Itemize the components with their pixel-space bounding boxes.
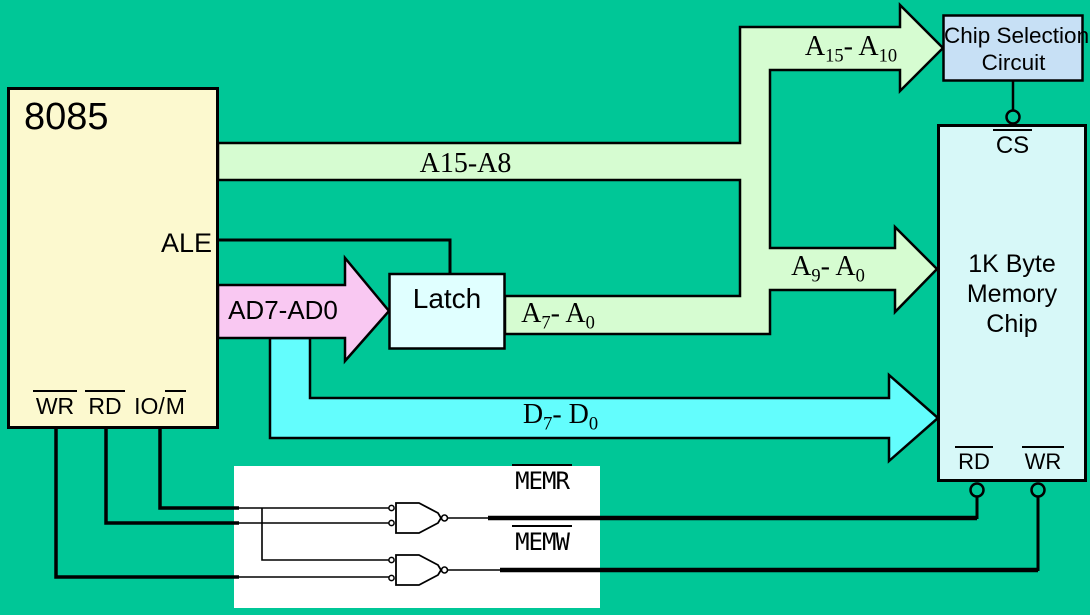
memory-pin-wr: WR <box>1018 446 1068 474</box>
iom-branch-line <box>261 508 391 561</box>
latch-box <box>388 272 506 350</box>
memr-gate <box>395 502 443 534</box>
cpu-title: 8085 <box>24 96 109 138</box>
ad-bus-arrow <box>216 254 391 365</box>
memory-chip-label: 1K Byte Memory Chip <box>966 250 1058 338</box>
signal-label-memw: MEMW <box>494 525 590 557</box>
bus-label-a7-a0: A7- A0 <box>521 298 595 333</box>
cpu-box <box>7 87 219 429</box>
chip-selection-label: Chip Selection Circuit <box>944 23 1090 75</box>
cpu-pin-iom: IO/M <box>131 390 189 419</box>
memr-gate-input-bubble-1 <box>388 504 395 512</box>
iom-line <box>158 427 239 510</box>
signal-label-memr: MEMR <box>494 464 590 496</box>
memw-gate-output-bubble <box>440 566 449 574</box>
bus-label-d7-d0: D7- D0 <box>522 399 599 434</box>
bus-label-ad7-ad0: AD7-AD0 <box>228 295 338 325</box>
memr-gate-output-bubble <box>440 514 449 522</box>
memory-wr-bubble <box>1030 482 1046 498</box>
bus-label-a9-a0: A9- A0 <box>791 251 865 286</box>
memw-gate-input-bubble-1 <box>388 556 395 564</box>
chip-selection-box <box>942 14 1084 82</box>
address-bus-shape <box>216 1 945 336</box>
ale-label: ALE <box>160 228 212 258</box>
memory-pin-rd: RD <box>949 446 999 474</box>
latch-label: Latch <box>412 283 482 314</box>
cpu-pin-rd: RD <box>80 390 130 419</box>
bus-label-a15-a10: A15- A10 <box>804 31 898 66</box>
cpu-pin-wr: WR <box>30 390 80 419</box>
wr-line <box>54 427 239 579</box>
ale-line <box>218 238 452 274</box>
rd-line <box>104 427 239 525</box>
memw-gate-input-bubble-2 <box>388 574 395 582</box>
memory-chip-box <box>937 124 1087 482</box>
data-bus-shape <box>268 336 940 464</box>
memory-rd-bubble <box>969 482 985 498</box>
bus-label-a15-a8: A15-A8 <box>419 148 512 179</box>
memr-gate-input-bubble-2 <box>388 519 395 527</box>
memw-gate <box>395 554 443 586</box>
cs-bubble <box>1005 109 1021 125</box>
memory-cs-pin: CS <box>985 129 1040 160</box>
